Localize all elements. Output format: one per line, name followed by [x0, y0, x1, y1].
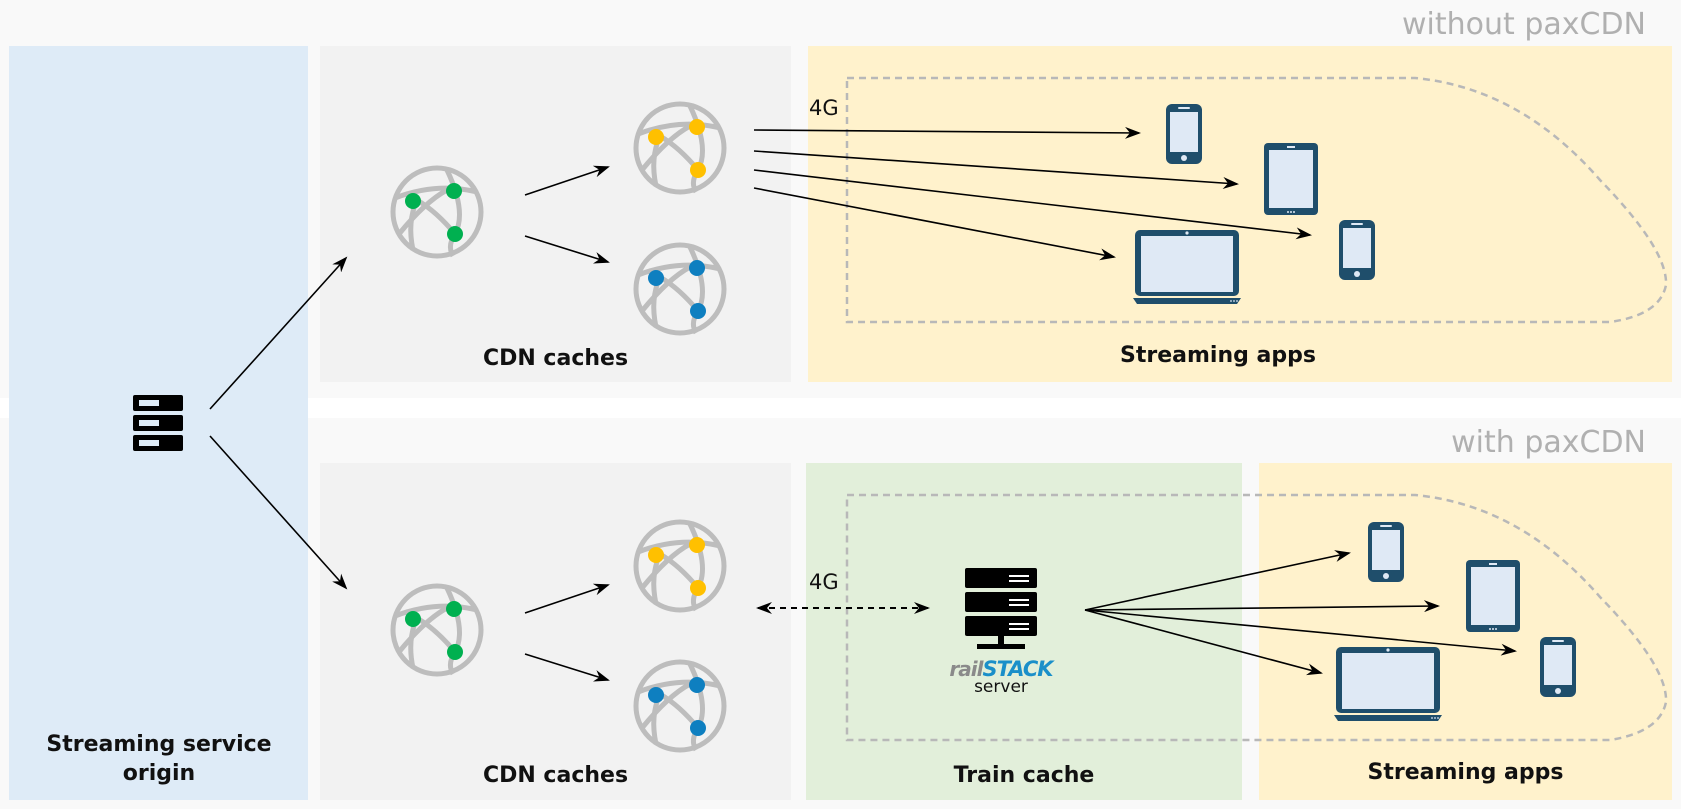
- laptop-icon: [1334, 647, 1442, 721]
- cdn-globe-icon: [393, 168, 481, 256]
- section-label-without-paxcdn: without paxCDN: [1402, 7, 1646, 42]
- cdn-panel-bottom: [320, 463, 791, 800]
- smartphone-icon: [1368, 522, 1404, 582]
- cdn-edge-arrow: [524, 235, 610, 264]
- cdn-bottom-title: CDN caches: [482, 763, 629, 788]
- cdn-edge-arrow: [524, 583, 610, 614]
- train-outline-bottom: [845, 493, 1668, 742]
- section-label-with-paxcdn: with paxCDN: [1451, 425, 1646, 460]
- cdn-edge-arrow: [524, 653, 610, 682]
- laptop-icon: [1133, 230, 1241, 304]
- delivery-arrow: [753, 150, 1239, 190]
- delivery-arrow: [753, 169, 1312, 240]
- cdn-globe-icon: [636, 662, 724, 750]
- tablet-icon: [1466, 560, 1520, 632]
- apps-top-title: Streaming apps: [1120, 343, 1316, 368]
- railstack-logo: railSTACK server: [941, 657, 1061, 697]
- cdn-globe-icon: [636, 104, 724, 192]
- apps-bottom-title: Streaming apps: [1367, 760, 1564, 785]
- server-stack-icon: [133, 395, 183, 451]
- network-label-top: 4G: [809, 96, 839, 120]
- delivery-arrow: [1084, 550, 1351, 611]
- smartphone-icon: [1339, 220, 1375, 280]
- delivery-arrow: [1084, 609, 1323, 676]
- railstack-logo-sub: server: [974, 677, 1028, 697]
- cdn-globe-icon: [393, 586, 481, 674]
- cdn-globe-icon: [636, 245, 724, 333]
- cdn-top-title: CDN caches: [482, 346, 629, 371]
- railstack-logo-stack: STACK: [982, 657, 1053, 681]
- origin-to-cdn-top-arrow: [209, 256, 348, 410]
- tablet-icon: [1264, 143, 1318, 215]
- train-cache-title: Train cache: [953, 763, 1095, 788]
- cdn-edge-arrow: [524, 165, 610, 196]
- cdn-globe-icon: [636, 522, 724, 610]
- train-outline-top: [845, 76, 1668, 324]
- cdn-panel-top: [320, 46, 791, 382]
- delivery-arrow: [1084, 600, 1440, 613]
- origin-title: Streaming service origin: [46, 732, 272, 786]
- railstack-logo-rail: rail: [949, 657, 983, 681]
- apps-panel-bottom: [1259, 463, 1672, 800]
- smartphone-icon: [1166, 104, 1202, 164]
- network-label-bottom: 4G: [809, 570, 839, 594]
- delivery-arrow: [1084, 609, 1517, 656]
- train-server-icon: [965, 568, 1037, 649]
- delivery-arrow: [753, 187, 1116, 261]
- apps-panel-top: [808, 46, 1672, 382]
- origin-to-cdn-bottom-arrow: [209, 435, 348, 590]
- smartphone-icon: [1540, 637, 1576, 697]
- delivery-arrow: [753, 126, 1141, 139]
